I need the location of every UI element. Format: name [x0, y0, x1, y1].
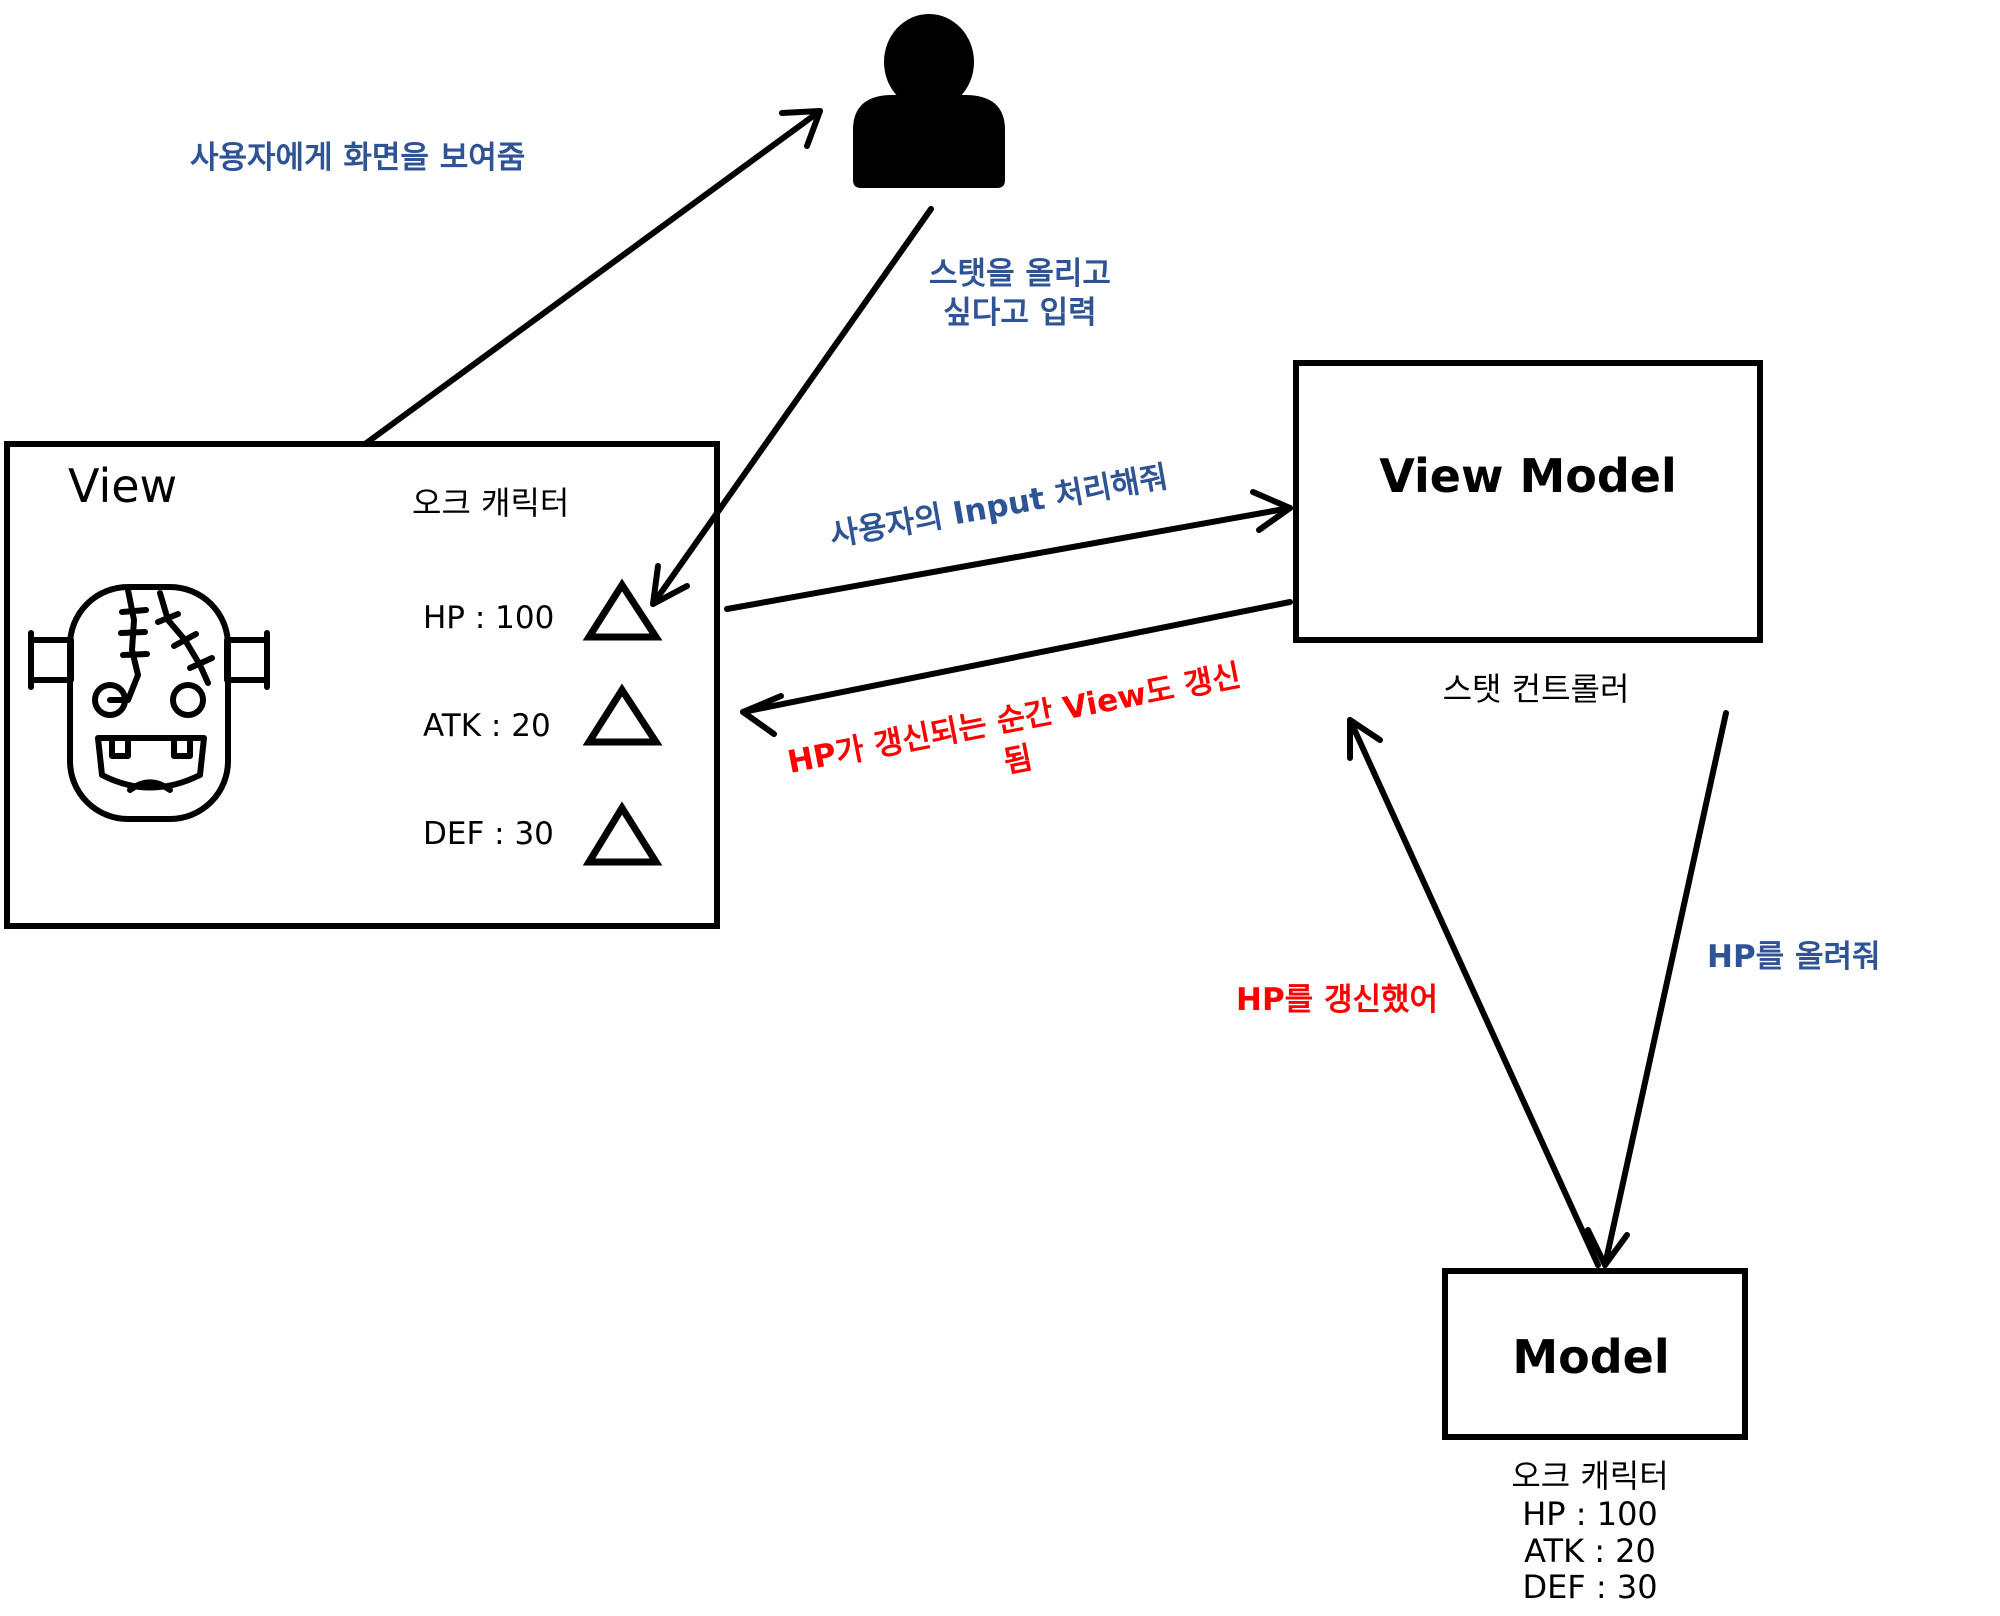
label-hp-updated: HP를 갱신했어	[1236, 982, 1438, 1018]
view-stat-hp: HP : 100	[423, 600, 554, 636]
edge-process-input	[724, 489, 1293, 612]
model-title: Model	[1512, 1330, 1669, 1384]
edge-raise-hp	[1585, 710, 1729, 1268]
edge-hp-updated	[1347, 717, 1601, 1268]
model-box	[1442, 1268, 1748, 1440]
view-stat-def: DEF : 30	[423, 816, 554, 852]
model-node: Model 오크 캐릭터 HP : 100 ATK : 20 DEF : 30	[1442, 1268, 1748, 1606]
view-title: View	[68, 459, 177, 513]
label-view-update-line-2: 됨	[1001, 740, 1036, 781]
view-stat-atk: ATK : 20	[423, 708, 551, 744]
viewmodel-caption: 스탯 컨트롤러	[1443, 670, 1630, 708]
orc-face-icon	[28, 584, 270, 822]
view-character-name: 오크 캐릭터	[412, 484, 569, 522]
label-input-stat-line-2: 싶다고 입력	[943, 295, 1096, 331]
viewmodel-title: View Model	[1379, 449, 1677, 503]
edge-view-update	[740, 599, 1293, 737]
user-icon	[853, 14, 1005, 188]
hp-increase-icon[interactable]	[582, 578, 663, 641]
edge-input-stat	[650, 206, 934, 607]
model-caption-line-3: ATK : 20	[1524, 1532, 1656, 1570]
edge-show-screen	[362, 108, 823, 447]
def-increase-icon[interactable]	[582, 801, 663, 866]
label-raise-hp: HP를 올려줘	[1707, 939, 1881, 975]
label-input-stat-line-1: 스탯을 올리고	[929, 256, 1111, 292]
model-caption-line-1: 오크 캐릭터	[1511, 1457, 1668, 1495]
model-caption-line-2: HP : 100	[1522, 1495, 1658, 1533]
viewmodel-node: View Model 스탯 컨트롤러	[1293, 360, 1763, 708]
atk-increase-icon[interactable]	[582, 683, 663, 746]
model-caption-line-4: DEF : 30	[1522, 1568, 1657, 1606]
view-node: View 오크 캐릭터 HP : 100 ATK : 20 DEF : 30	[4, 441, 720, 929]
label-show-screen: 사용자에게 화면을 보여줌	[190, 140, 525, 176]
viewmodel-box	[1293, 360, 1763, 643]
